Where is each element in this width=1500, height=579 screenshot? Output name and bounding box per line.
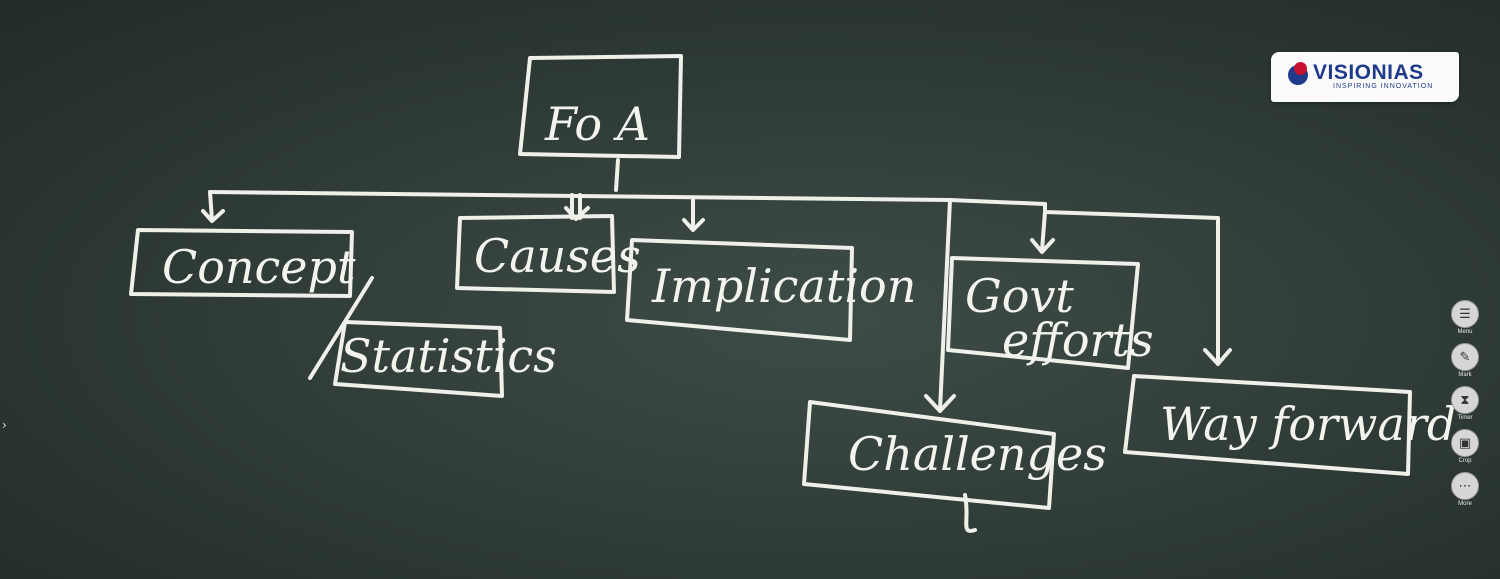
node-way-forward: Way forward — [1123, 374, 1456, 476]
logo-name: VISIONIAS — [1313, 61, 1424, 84]
node-causes-label: Causes — [474, 229, 641, 283]
more-icon[interactable]: ⋯ — [1451, 472, 1479, 500]
node-root-label: Fo A — [544, 97, 650, 151]
node-root: Fo A — [518, 54, 683, 159]
logo-icon — [1288, 62, 1308, 85]
toolbar-mark-label: Mark — [1458, 372, 1472, 378]
toolbar-menu-label: Menu — [1457, 329, 1473, 335]
visionias-logo: VISIONIAS INSPIRING INNOVATION — [1271, 52, 1459, 102]
toolbar-mark[interactable]: ✎ Mark — [1451, 343, 1479, 378]
crop-icon[interactable]: ▣ — [1451, 429, 1479, 457]
node-govt-efforts: Govt efforts — [946, 256, 1154, 370]
toolbar-crop[interactable]: ▣ Crop — [1451, 429, 1479, 464]
toolbar-timer[interactable]: ⧗ Timer — [1451, 386, 1479, 421]
node-statistics-label: Statistics — [340, 329, 557, 383]
node-statistics: Statistics — [333, 320, 557, 398]
node-causes: Causes — [455, 214, 641, 294]
node-concept-label: Concept — [162, 240, 356, 294]
node-govt-label-line2: efforts — [1002, 313, 1154, 367]
toolbar-more[interactable]: ⋯ More — [1451, 472, 1479, 507]
menu-icon[interactable]: ☰ — [1451, 300, 1479, 328]
toolbar-timer-label: Timer — [1457, 415, 1473, 421]
marker-icon[interactable]: ✎ — [1451, 343, 1479, 371]
hourglass-icon[interactable]: ⧗ — [1451, 386, 1479, 414]
toolbar-menu[interactable]: ☰ Menu — [1451, 300, 1479, 335]
node-implication: Implication — [625, 238, 916, 342]
logo-tagline: INSPIRING INNOVATION — [1333, 83, 1434, 90]
connector-lines — [201, 158, 1232, 533]
chevron-right-icon[interactable]: › — [2, 418, 7, 432]
toolbar-crop-label: Crop — [1458, 458, 1472, 464]
node-challenges-label: Challenges — [848, 427, 1107, 481]
whiteboard-toolbar: ☰ Menu ✎ Mark ⧗ Timer ▣ Crop ⋯ More — [1448, 300, 1482, 546]
node-way-forward-label: Way forward — [1160, 397, 1456, 451]
toolbar-more-label: More — [1458, 501, 1472, 507]
node-challenges: Challenges — [802, 400, 1107, 510]
node-implication-label: Implication — [651, 259, 916, 313]
node-govt-label-line1: Govt — [965, 269, 1074, 323]
node-concept: Concept — [129, 228, 356, 298]
